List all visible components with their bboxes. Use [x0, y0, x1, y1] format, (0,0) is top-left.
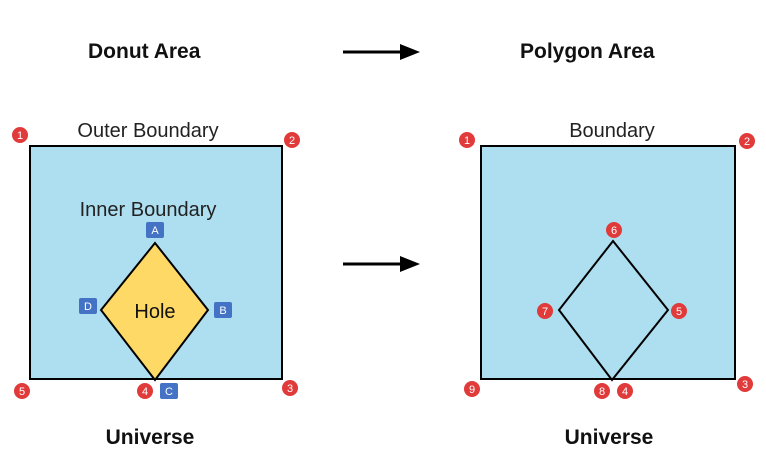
polygon-marker-5: 5: [671, 303, 687, 319]
inner-marker-d: D: [79, 298, 97, 314]
outer-marker-1: 1: [12, 127, 28, 143]
svg-text:7: 7: [542, 306, 548, 318]
svg-text:5: 5: [19, 386, 25, 398]
outer-marker-5: 5: [14, 383, 30, 399]
polygon-marker-3: 3: [737, 376, 753, 392]
svg-text:5: 5: [676, 306, 682, 318]
svg-text:A: A: [151, 225, 159, 237]
inner-boundary-label: Inner Boundary: [80, 199, 217, 221]
left-title: Donut Area: [88, 40, 201, 63]
svg-text:8: 8: [599, 386, 605, 398]
polygon-marker-4: 4: [617, 383, 633, 399]
hole-diamond: [99, 241, 210, 382]
inner-marker-a: A: [146, 222, 164, 238]
outer-marker-4: 4: [137, 383, 153, 399]
polygon-marker-6: 6: [606, 222, 622, 238]
svg-text:9: 9: [469, 384, 475, 396]
right-footer: Universe: [565, 426, 654, 449]
right-arrow-icon: [343, 256, 420, 272]
svg-text:4: 4: [622, 386, 628, 398]
inner-marker-c: C: [160, 383, 178, 399]
svg-text:3: 3: [742, 379, 748, 391]
boundary-label: Boundary: [569, 120, 655, 142]
svg-text:2: 2: [289, 135, 295, 147]
svg-text:3: 3: [287, 383, 293, 395]
polygon-marker-1: 1: [459, 132, 475, 148]
outer-marker-3: 3: [282, 380, 298, 396]
svg-text:1: 1: [464, 135, 470, 147]
inner-diamond-outline: [557, 239, 670, 382]
outer-boundary-label: Outer Boundary: [77, 120, 218, 142]
svg-text:6: 6: [611, 225, 617, 237]
svg-text:B: B: [219, 305, 226, 317]
boundary-square: [480, 145, 736, 380]
right-arrow-icon: [343, 44, 420, 60]
svg-text:D: D: [84, 301, 92, 313]
svg-text:C: C: [165, 386, 173, 398]
svg-text:1: 1: [17, 130, 23, 142]
svg-text:4: 4: [142, 386, 148, 398]
hole-label: Hole: [134, 301, 175, 323]
polygon-marker-8: 8: [594, 383, 610, 399]
polygon-marker-2: 2: [739, 133, 755, 149]
outer-marker-2: 2: [284, 132, 300, 148]
polygon-marker-9: 9: [464, 381, 480, 397]
right-title: Polygon Area: [520, 40, 655, 63]
polygon-marker-7: 7: [537, 303, 553, 319]
svg-text:2: 2: [744, 136, 750, 148]
inner-marker-b: B: [214, 302, 232, 318]
left-footer: Universe: [106, 426, 195, 449]
